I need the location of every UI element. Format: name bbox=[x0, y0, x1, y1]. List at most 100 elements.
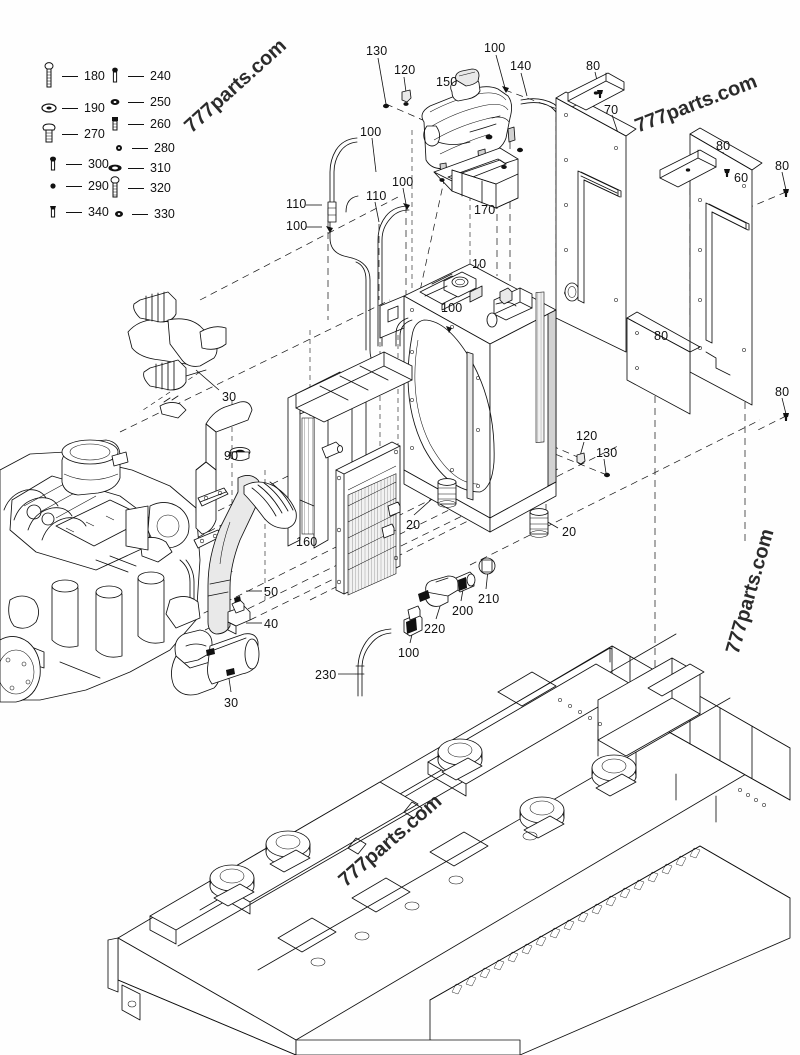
callout-220: 220 bbox=[424, 622, 446, 636]
callout-90: 90 bbox=[224, 449, 239, 463]
legend-item-330: 330 bbox=[108, 206, 175, 222]
sensor-40 bbox=[227, 596, 251, 635]
callout-100: 100 bbox=[360, 125, 382, 139]
drain-hose-230 bbox=[355, 628, 392, 697]
callout-170: 170 bbox=[474, 203, 496, 217]
callout-80: 80 bbox=[775, 159, 790, 173]
legend-item-260: 260 bbox=[104, 116, 171, 132]
callout-60: 60 bbox=[734, 171, 749, 185]
tube-110-right bbox=[377, 203, 410, 347]
legend-number: 180 bbox=[84, 69, 105, 83]
legend-item-250: 250 bbox=[104, 94, 171, 110]
legend-item-270: 270 bbox=[38, 123, 105, 143]
legend-item-320: 320 bbox=[104, 176, 171, 198]
legend-item-240: 240 bbox=[104, 67, 171, 84]
legend-item-280: 280 bbox=[108, 140, 175, 156]
callout-230: 230 bbox=[315, 668, 337, 682]
callout-20: 20 bbox=[406, 518, 421, 532]
washer-icon bbox=[38, 100, 60, 116]
washer-icon bbox=[104, 160, 126, 176]
legend-number: 340 bbox=[88, 205, 109, 219]
mount-20-left bbox=[437, 478, 457, 508]
watermark-2: 777parts.com bbox=[631, 70, 761, 138]
small-bolt-icon bbox=[42, 204, 64, 220]
callout-80: 80 bbox=[654, 329, 669, 343]
legend-dash bbox=[128, 187, 144, 189]
legend-number: 240 bbox=[150, 69, 171, 83]
small-bolt-icon bbox=[104, 67, 126, 84]
top-rail-60 bbox=[659, 149, 717, 188]
tube-140 bbox=[520, 98, 569, 193]
bolt-80-group bbox=[597, 90, 789, 421]
fitting-210 bbox=[478, 557, 496, 575]
serration-strip bbox=[451, 847, 701, 995]
exhaust-pipe-30-bottom bbox=[171, 629, 260, 696]
mount-20-right bbox=[529, 508, 549, 538]
callout-70: 70 bbox=[604, 103, 619, 117]
legend-number: 300 bbox=[88, 157, 109, 171]
engine-mount-4 bbox=[519, 796, 565, 839]
legend-dash bbox=[66, 163, 82, 165]
radiator-assembly-10 bbox=[379, 263, 557, 533]
fastener-130-top bbox=[383, 103, 389, 109]
inner-rail-panel bbox=[626, 311, 701, 415]
fitting-200 bbox=[455, 571, 476, 593]
legend-dash bbox=[132, 147, 148, 149]
legend-dash bbox=[128, 167, 144, 169]
callout-100: 100 bbox=[398, 646, 420, 660]
callout-80: 80 bbox=[716, 139, 731, 153]
fastener-120-lower bbox=[576, 452, 586, 465]
watermark-4: 777parts.com bbox=[334, 790, 447, 892]
nut-dot-icon bbox=[104, 94, 126, 110]
coolant-line-loop bbox=[329, 195, 385, 371]
legend-item-190: 190 bbox=[38, 100, 105, 116]
callout-30: 30 bbox=[222, 390, 237, 404]
legend-dash bbox=[66, 185, 82, 187]
callout-100: 100 bbox=[392, 175, 414, 189]
side-panel-60 bbox=[689, 127, 763, 406]
legend-dash bbox=[62, 107, 78, 109]
long-bolt-icon bbox=[38, 62, 60, 88]
callout-80: 80 bbox=[586, 59, 601, 73]
nut-dot-icon bbox=[108, 206, 130, 222]
coolant-hose-50 bbox=[207, 475, 297, 635]
legend-dash bbox=[62, 133, 78, 135]
legend-item-180: 180 bbox=[38, 62, 105, 88]
callout-100: 100 bbox=[484, 41, 506, 55]
legend-number: 310 bbox=[150, 161, 171, 175]
callout-110: 110 bbox=[366, 189, 387, 203]
dot-icon bbox=[108, 140, 130, 156]
callout-110: 110 bbox=[286, 197, 307, 211]
intake-pipe-30-mid bbox=[159, 395, 253, 549]
legend-number: 290 bbox=[88, 179, 109, 193]
callout-200: 200 bbox=[452, 604, 474, 618]
clamp-100-top bbox=[502, 86, 509, 93]
engine-mount-5 bbox=[591, 754, 637, 797]
callout-210: 210 bbox=[478, 592, 500, 606]
intake-hose-30-top bbox=[127, 291, 227, 391]
callout-80: 80 bbox=[775, 385, 790, 399]
callout-150: 150 bbox=[436, 75, 458, 89]
dot-icon bbox=[42, 178, 64, 194]
fastener-120-top bbox=[401, 89, 412, 106]
callout-120: 120 bbox=[576, 429, 598, 443]
callout-50: 50 bbox=[264, 585, 279, 599]
engine-mount-1 bbox=[209, 864, 255, 907]
short-bolt-icon bbox=[104, 116, 126, 132]
legend-number: 330 bbox=[154, 207, 175, 221]
valve-220 bbox=[418, 575, 459, 607]
legend-dash bbox=[128, 101, 144, 103]
callout-10: 10 bbox=[472, 257, 487, 271]
callout-100: 100 bbox=[441, 301, 463, 315]
tube-110-left bbox=[326, 137, 358, 233]
fastener-130-lower bbox=[604, 472, 610, 478]
legend-dash bbox=[128, 123, 144, 125]
legend-number: 270 bbox=[84, 127, 105, 141]
callout-20: 20 bbox=[562, 525, 577, 539]
legend-number: 190 bbox=[84, 101, 105, 115]
explosion-lines-2 bbox=[139, 108, 557, 650]
tank-bracket-170 bbox=[433, 147, 519, 209]
legend-number: 280 bbox=[154, 141, 175, 155]
legend-dash bbox=[132, 213, 148, 215]
